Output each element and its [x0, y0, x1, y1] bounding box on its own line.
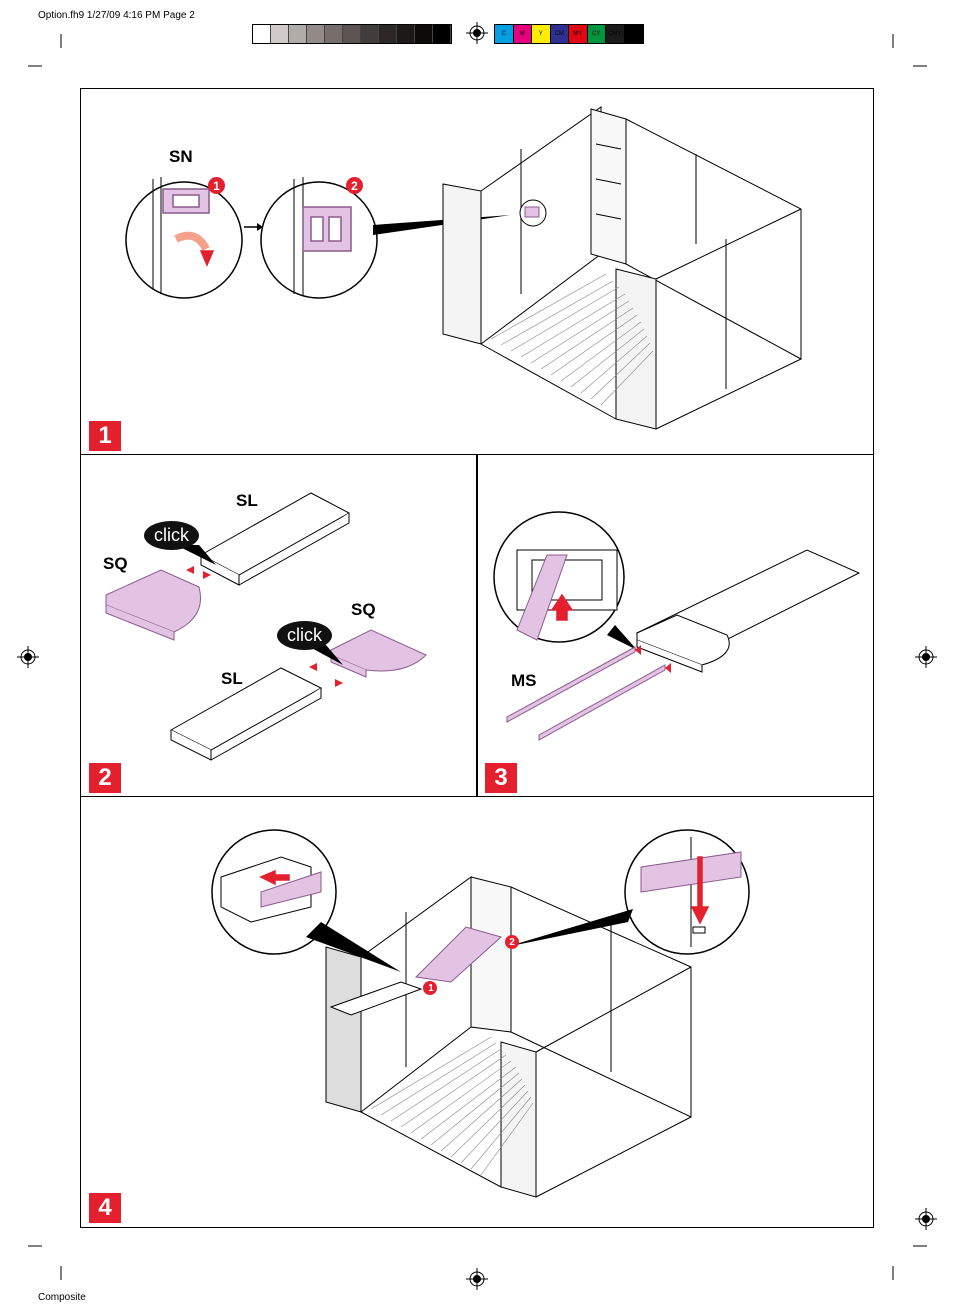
part-label-sq-left: SQ [103, 554, 128, 573]
click-bubble-2: click [277, 621, 332, 650]
registration-target-bottom-right [915, 1208, 937, 1230]
composite-slug: Composite [38, 1292, 86, 1303]
part-label-sn: SN [169, 147, 193, 166]
step-2-panel: SL SQ SQ SL click click 2 [80, 454, 478, 797]
gray-swatch [361, 25, 379, 43]
gray-swatch [415, 25, 433, 43]
color-swatch: CMY [606, 25, 625, 43]
part-label-sq-right: SQ [351, 600, 376, 619]
part-label-sl-top: SL [236, 491, 258, 510]
gray-swatch [289, 25, 307, 43]
zoom-circle-2 [260, 177, 378, 299]
registration-target-top [466, 22, 488, 44]
color-swatch: CM [550, 25, 569, 43]
color-swatch: K [624, 25, 643, 43]
part-label-ms: MS [511, 671, 537, 690]
file-slug: Option.fh9 1/27/09 4:16 PM Page 2 [38, 10, 195, 21]
zoom-circle-1 [125, 177, 243, 299]
gray-swatch [253, 25, 271, 43]
callout-number-2: 2 [509, 936, 515, 948]
step-3-illustration [493, 511, 861, 741]
registration-target-bottom [466, 1268, 488, 1290]
step-number-badge: 2 [89, 763, 121, 793]
step-4-panel: 1 2 4 [80, 796, 874, 1228]
gray-swatch [271, 25, 289, 43]
shed-drawing-4 [325, 876, 692, 1198]
color-swatch: C [495, 25, 514, 43]
step-number-badge: 3 [485, 763, 517, 793]
color-swatch: CY [587, 25, 606, 43]
step-3-panel: MS 3 [476, 454, 874, 797]
callout-number-1: 1 [428, 982, 434, 994]
gray-swatch [343, 25, 361, 43]
color-swatch: MY [569, 25, 588, 43]
gray-swatch [325, 25, 343, 43]
callout-number-1: 1 [208, 177, 225, 194]
color-swatch: Y [532, 25, 551, 43]
click-bubble-1: click [144, 521, 199, 550]
color-swatch: M [513, 25, 532, 43]
step-1-panel: SN 1 2 1 [80, 88, 874, 455]
gray-swatch [379, 25, 397, 43]
gray-swatch [433, 25, 451, 43]
gray-swatch [397, 25, 415, 43]
gray-color-bar [252, 24, 452, 44]
step-4-illustration [211, 829, 750, 1198]
part-label-sl-bottom: SL [221, 669, 243, 688]
step-number-badge: 1 [89, 421, 121, 451]
zoom-circle-right [624, 829, 750, 955]
zoom-circle-left [211, 829, 337, 955]
registration-target-right [915, 646, 937, 668]
zoom-circle-detail [493, 511, 625, 643]
step-1-illustration [125, 106, 802, 430]
gray-swatch [307, 25, 325, 43]
registration-target-left [17, 646, 39, 668]
step-number-badge: 4 [89, 1193, 121, 1223]
shed-drawing-1 [442, 106, 802, 430]
callout-number-2: 2 [346, 177, 363, 194]
step-2-illustration [105, 492, 427, 761]
